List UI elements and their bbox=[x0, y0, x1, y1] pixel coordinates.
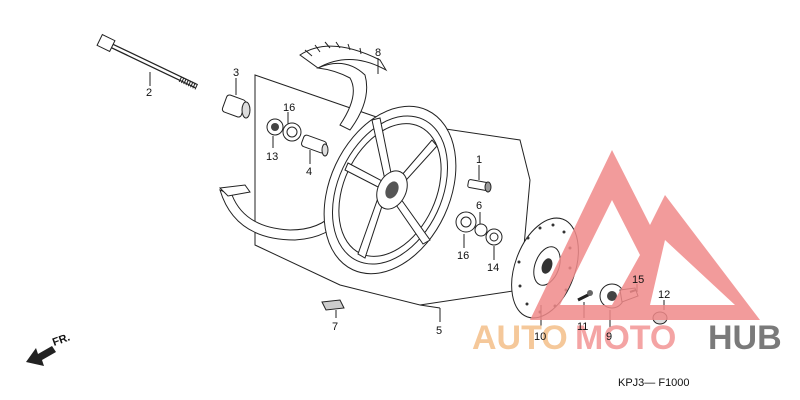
label-8: 8 bbox=[375, 47, 381, 59]
watermark-wordmark: AUTO MOTO HUB bbox=[472, 319, 782, 357]
direction-label: FR. bbox=[51, 331, 72, 348]
label-6: 6 bbox=[476, 200, 482, 212]
label-1: 1 bbox=[476, 154, 482, 166]
spacer-part-3 bbox=[221, 94, 251, 119]
label-3: 3 bbox=[233, 67, 239, 79]
watermark-logo bbox=[530, 150, 760, 320]
label-5: 5 bbox=[436, 325, 442, 337]
label-11: 11 bbox=[577, 321, 588, 333]
label-15: 15 bbox=[632, 274, 644, 286]
label-10: 10 bbox=[534, 331, 546, 343]
spacer-part-4 bbox=[301, 134, 329, 157]
rim-band-part-8 bbox=[299, 45, 388, 72]
wheel-part-5 bbox=[323, 105, 457, 275]
seal-part-6 bbox=[474, 223, 488, 237]
label-4: 4 bbox=[306, 166, 312, 178]
dust-seal-part-14 bbox=[485, 228, 503, 246]
bearing-part-16-left bbox=[282, 122, 302, 142]
bolt-part-11 bbox=[577, 290, 593, 302]
watermark-word-auto: AUTO bbox=[472, 319, 568, 357]
watermark-word-moto: MOTO bbox=[575, 319, 676, 357]
label-16a: 16 bbox=[283, 102, 295, 114]
bearing-part-16-right bbox=[455, 211, 477, 233]
axle-part-2 bbox=[96, 33, 199, 90]
valve-stem-part-1 bbox=[467, 179, 492, 193]
watermark-triangle-icon bbox=[530, 150, 760, 320]
label-13: 13 bbox=[266, 151, 278, 163]
valve-part-7 bbox=[321, 299, 345, 311]
label-9: 9 bbox=[606, 331, 612, 343]
label-16b: 16 bbox=[457, 250, 469, 262]
bearing-part-13 bbox=[266, 118, 284, 136]
label-2: 2 bbox=[146, 87, 152, 99]
front-direction-indicator: FR. bbox=[26, 331, 72, 366]
arrow-icon bbox=[26, 346, 56, 366]
figure-code: KPJ3— F1000 bbox=[618, 377, 690, 389]
label-14: 14 bbox=[487, 262, 499, 274]
watermark-word-hub: HUB bbox=[708, 319, 782, 357]
label-7: 7 bbox=[332, 321, 338, 333]
label-12: 12 bbox=[658, 289, 670, 301]
